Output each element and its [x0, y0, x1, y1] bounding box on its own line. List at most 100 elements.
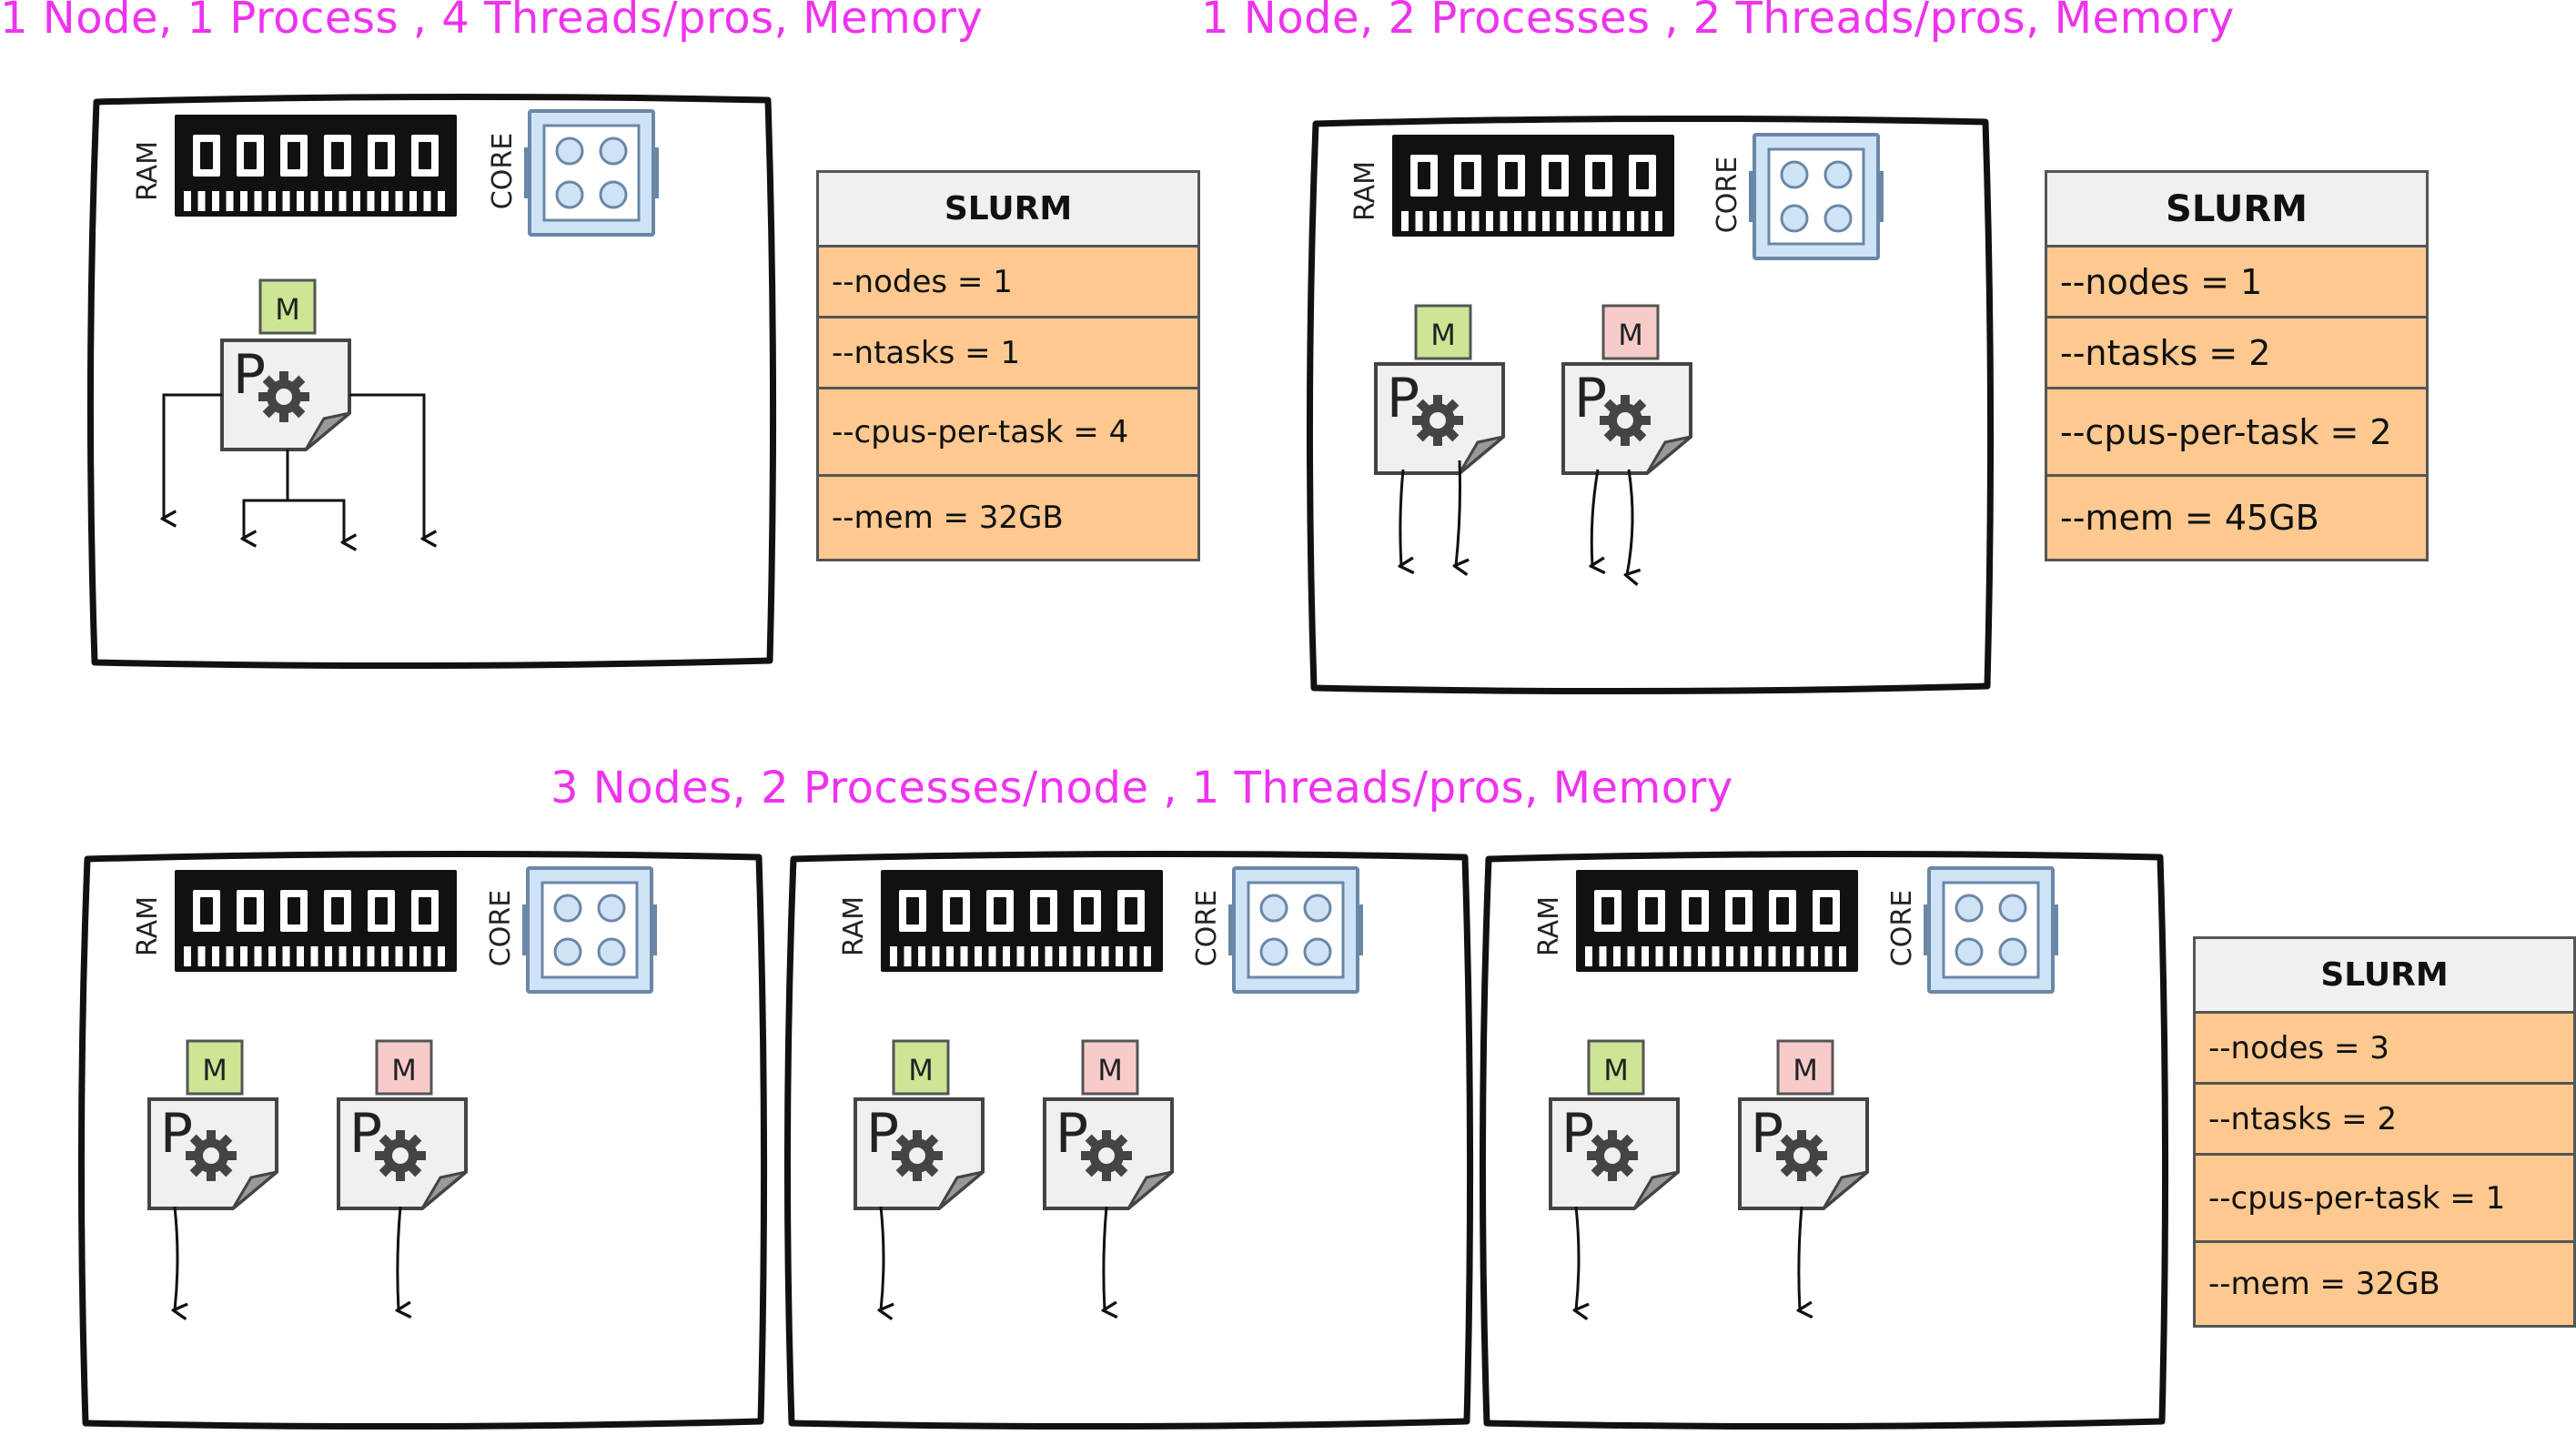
ram-label: RAM	[1533, 896, 1565, 956]
slurm-row-mem: --mem = 45GB	[2060, 498, 2319, 538]
thread-arrow	[1104, 1206, 1106, 1310]
thread-arrow	[288, 499, 344, 542]
heading-scenario-3: 3 Nodes, 2 Processes/node , 1 Threads/pr…	[551, 763, 1733, 813]
core-icon	[1228, 866, 1363, 994]
gear-icon	[1081, 1130, 1132, 1181]
ram-icon	[1392, 135, 1674, 237]
thread-arrow	[349, 393, 424, 539]
slurm-table-title: SLURM	[2047, 173, 2426, 248]
slurm-row-nodes: --nodes = 1	[2047, 248, 2426, 318]
process-icon: P	[1561, 362, 1692, 475]
memory-label: M	[202, 1053, 227, 1087]
gear-icon	[1587, 1130, 1638, 1181]
core-label: CORE	[1886, 890, 1918, 966]
slurm-row-ntasks: --ntasks = 2	[2047, 318, 2426, 389]
memory-label: M	[1793, 1053, 1818, 1087]
ram-label: RAM	[1349, 161, 1381, 221]
memory-icon: M	[186, 1039, 244, 1096]
slurm-row-cpus-per-task: --cpus-per-task = 2	[2047, 389, 2426, 477]
ram-icon	[881, 870, 1163, 972]
slurm-table-title: SLURM	[819, 173, 1197, 248]
node-border	[783, 850, 1474, 1430]
memory-icon: M	[1776, 1039, 1834, 1096]
memory-icon: M	[375, 1039, 433, 1096]
memory-label: M	[1618, 318, 1643, 352]
node-border	[1306, 115, 1995, 695]
core-label: CORE	[487, 133, 519, 209]
slurm-table-2: SLURM --nodes = 1 --ntasks = 2 --cpus-pe…	[2045, 170, 2429, 561]
thread-arrow	[1627, 469, 1632, 575]
thread-arrow	[1591, 469, 1598, 566]
process-icon: P	[1374, 362, 1505, 475]
node-border	[77, 850, 768, 1430]
slurm-row-nodes: --nodes = 3	[2196, 1014, 2573, 1085]
memory-icon: M	[892, 1039, 950, 1096]
threads-layer	[164, 393, 1802, 1310]
heading-scenario-2: 1 Node, 2 Processes , 2 Threads/pros, Me…	[1201, 0, 2235, 44]
thread-arrow	[1799, 1206, 1802, 1310]
slurm-table-3: SLURM --nodes = 3 --ntasks = 2 --cpus-pe…	[2193, 936, 2576, 1328]
process-icon: P	[1738, 1097, 1869, 1210]
thread-arrow	[1576, 1206, 1579, 1310]
thread-arrow	[881, 1206, 884, 1310]
memory-label: M	[1097, 1053, 1123, 1087]
slurm-row-nodes: --nodes = 1	[819, 248, 1197, 318]
slurm-row-mem: --mem = 32GB	[832, 500, 1064, 536]
gear-icon	[1412, 395, 1463, 446]
thread-arrow	[1456, 460, 1460, 566]
memory-icon: M	[1587, 1039, 1645, 1096]
node-border	[86, 93, 777, 670]
memory-label: M	[1603, 1053, 1629, 1087]
slurm-row-cpus-per-task: --cpus-per-task = 1	[2196, 1156, 2573, 1243]
thread-arrow	[244, 450, 289, 539]
thread-arrow	[164, 393, 222, 519]
gear-icon	[186, 1130, 237, 1181]
process-icon: P	[1043, 1097, 1174, 1210]
process-icon: P	[220, 339, 351, 451]
gear-icon	[375, 1130, 426, 1181]
compute-node: RAM CORE MP	[86, 93, 777, 670]
core-icon	[1749, 133, 1884, 260]
gear-icon	[1600, 395, 1651, 446]
ram-icon	[175, 115, 457, 217]
ram-label: RAM	[132, 141, 164, 201]
memory-label: M	[908, 1053, 934, 1087]
slurm-row-cpus-per-task: --cpus-per-task = 4	[819, 389, 1197, 477]
core-label: CORE	[1191, 890, 1223, 966]
memory-icon: M	[1601, 304, 1660, 360]
memory-label: M	[1430, 318, 1456, 352]
memory-label: M	[391, 1053, 417, 1087]
slurm-table-title: SLURM	[2196, 939, 2573, 1014]
slurm-table-1: SLURM --nodes = 1 --ntasks = 1 --cpus-pe…	[816, 170, 1200, 561]
process-icon: P	[147, 1097, 278, 1210]
node-border	[1479, 850, 2169, 1430]
slurm-row-mem: --mem = 32GB	[2208, 1266, 2440, 1302]
thread-arrow	[1400, 469, 1403, 566]
gear-icon	[1776, 1130, 1827, 1181]
slurm-row-ntasks: --ntasks = 1	[819, 318, 1197, 389]
gear-icon	[892, 1130, 943, 1181]
core-icon	[1924, 866, 2058, 994]
core-label: CORE	[485, 890, 517, 966]
slurm-row-ntasks: --ntasks = 2	[2196, 1085, 2573, 1156]
thread-arrow	[175, 1206, 177, 1310]
memory-icon: M	[1414, 304, 1472, 360]
process-icon: P	[1549, 1097, 1680, 1210]
thread-arrow	[398, 1206, 400, 1310]
ram-label: RAM	[132, 896, 164, 956]
ram-icon	[1576, 870, 1858, 972]
ram-icon	[175, 870, 457, 972]
core-icon	[524, 109, 659, 237]
memory-icon: M	[258, 278, 317, 335]
ram-label: RAM	[838, 896, 870, 956]
memory-icon: M	[1081, 1039, 1139, 1096]
heading-scenario-1: 1 Node, 1 Process , 4 Threads/pros, Memo…	[0, 0, 984, 44]
core-label: CORE	[1712, 157, 1743, 233]
process-icon: P	[854, 1097, 985, 1210]
